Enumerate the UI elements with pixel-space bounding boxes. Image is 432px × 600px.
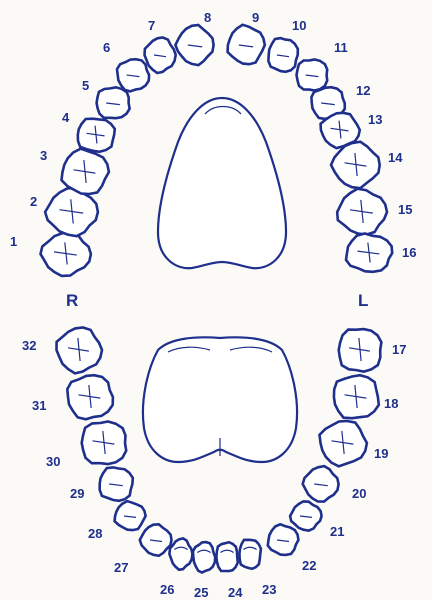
tooth-number-28: 28	[88, 526, 102, 541]
tooth-number-31: 31	[32, 398, 46, 413]
tooth-number-25: 25	[194, 585, 208, 600]
tooth-number-32: 32	[22, 338, 36, 353]
tooth-number-1: 1	[10, 234, 17, 249]
tooth-10[interactable]	[268, 38, 297, 72]
tooth-number-27: 27	[114, 560, 128, 575]
tooth-24[interactable]	[216, 542, 237, 571]
tooth-25[interactable]	[193, 542, 215, 573]
left-side-label: L	[358, 291, 368, 310]
tooth-number-17: 17	[392, 342, 406, 357]
right-side-label: R	[66, 291, 78, 310]
tooth-number-5: 5	[82, 78, 89, 93]
tooth-number-4: 4	[62, 110, 70, 125]
tooth-20[interactable]	[303, 466, 339, 502]
tooth-number-12: 12	[356, 83, 370, 98]
tooth-number-29: 29	[70, 486, 84, 501]
tooth-number-18: 18	[384, 396, 398, 411]
tooth-number-11: 11	[334, 40, 348, 55]
tooth-number-10: 10	[292, 18, 306, 33]
upper-palate	[158, 98, 286, 268]
tooth-11[interactable]	[297, 60, 328, 91]
tooth-23[interactable]	[239, 540, 261, 569]
tooth-number-9: 9	[252, 10, 259, 25]
tooth-number-8: 8	[204, 10, 211, 25]
tooth-number-24: 24	[228, 585, 243, 600]
tooth-number-21: 21	[330, 524, 344, 539]
tooth-number-3: 3	[40, 148, 47, 163]
tooth-number-15: 15	[398, 202, 412, 217]
tooth-number-26: 26	[160, 582, 174, 597]
tooth-number-30: 30	[46, 454, 60, 469]
tooth-29[interactable]	[100, 467, 133, 500]
tooth-number-16: 16	[402, 245, 416, 260]
tooth-number-2: 2	[30, 194, 37, 209]
tooth-28[interactable]	[115, 501, 146, 530]
tooth-number-19: 19	[374, 446, 388, 461]
tooth-number-14: 14	[388, 150, 403, 165]
tooth-8[interactable]	[175, 25, 213, 65]
tooth-number-6: 6	[103, 40, 110, 55]
tooth-number-23: 23	[262, 582, 276, 597]
tooth-5[interactable]	[97, 87, 130, 118]
tooth-21[interactable]	[290, 501, 322, 530]
tooth-26[interactable]	[169, 538, 192, 569]
tooth-number-7: 7	[148, 18, 155, 33]
tooth-7[interactable]	[145, 38, 176, 74]
tooth-number-20: 20	[352, 486, 366, 501]
tooth-9[interactable]	[228, 25, 265, 64]
tooth-number-13: 13	[368, 112, 382, 127]
tooth-27[interactable]	[140, 524, 172, 556]
tooth-number-22: 22	[302, 558, 316, 573]
tooth-22[interactable]	[268, 524, 299, 555]
